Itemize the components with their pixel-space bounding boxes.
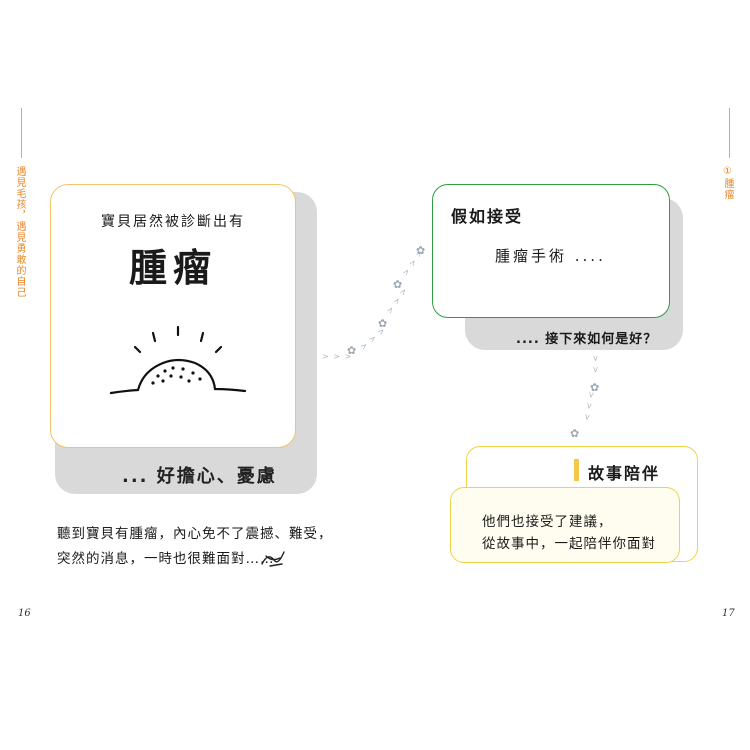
right-card-title: 假如接受 xyxy=(451,207,524,226)
story-line-1: 他們也接受了建議， xyxy=(482,514,613,530)
left-card-subtitle: 寶貝居然被診斷出有 xyxy=(101,214,245,230)
paw-print-icon: ✿ xyxy=(393,278,403,291)
right-card: 假如接受 腫瘤手術 .... xyxy=(432,184,670,318)
left-card-title: 腫瘤 xyxy=(128,246,217,290)
next-question-text: .... 接下來如何是好？ xyxy=(516,332,658,347)
worry-text: ... 好擔心、憂慮 xyxy=(122,466,277,487)
scribble-icon xyxy=(261,551,285,567)
trail-chevrons-1: > > > xyxy=(322,352,353,361)
paw-print-icon: ✿ xyxy=(416,244,426,257)
paw-print-icon: ✿ xyxy=(378,317,388,330)
right-header-rule xyxy=(729,108,730,158)
story-title: 故事陪伴 xyxy=(588,464,661,483)
story-accent-bar xyxy=(574,459,579,481)
left-running-title: 遇見毛孩，遇見勇敢的自己 xyxy=(14,166,25,298)
paw-print-icon: ✿ xyxy=(570,427,580,440)
story-card xyxy=(450,487,680,563)
left-card: 寶貝居然被診斷出有 腫瘤 xyxy=(50,184,296,448)
tumor-illustration-icon xyxy=(109,325,247,395)
left-header-rule xyxy=(21,108,22,158)
paw-print-icon: ✿ xyxy=(590,381,600,394)
paw-print-icon: ✿ xyxy=(347,344,357,357)
left-body-line-1: 聽到寶貝有腫瘤，內心免不了震撼、難受， xyxy=(57,526,333,542)
page-number-left: 16 xyxy=(18,608,31,619)
left-body-line-2: 突然的消息，一時也很難面對…… xyxy=(57,551,275,567)
trail-chevrons-5: > > xyxy=(590,355,600,374)
trail-chevrons-6: > > > xyxy=(582,390,597,423)
page-number-right: 17 xyxy=(722,608,735,619)
right-card-subtitle: 腫瘤手術 .... xyxy=(495,247,606,265)
right-running-title: ①腫瘤 xyxy=(722,166,733,200)
story-line-2: 從故事中，一起陪伴你面對 xyxy=(482,536,656,552)
